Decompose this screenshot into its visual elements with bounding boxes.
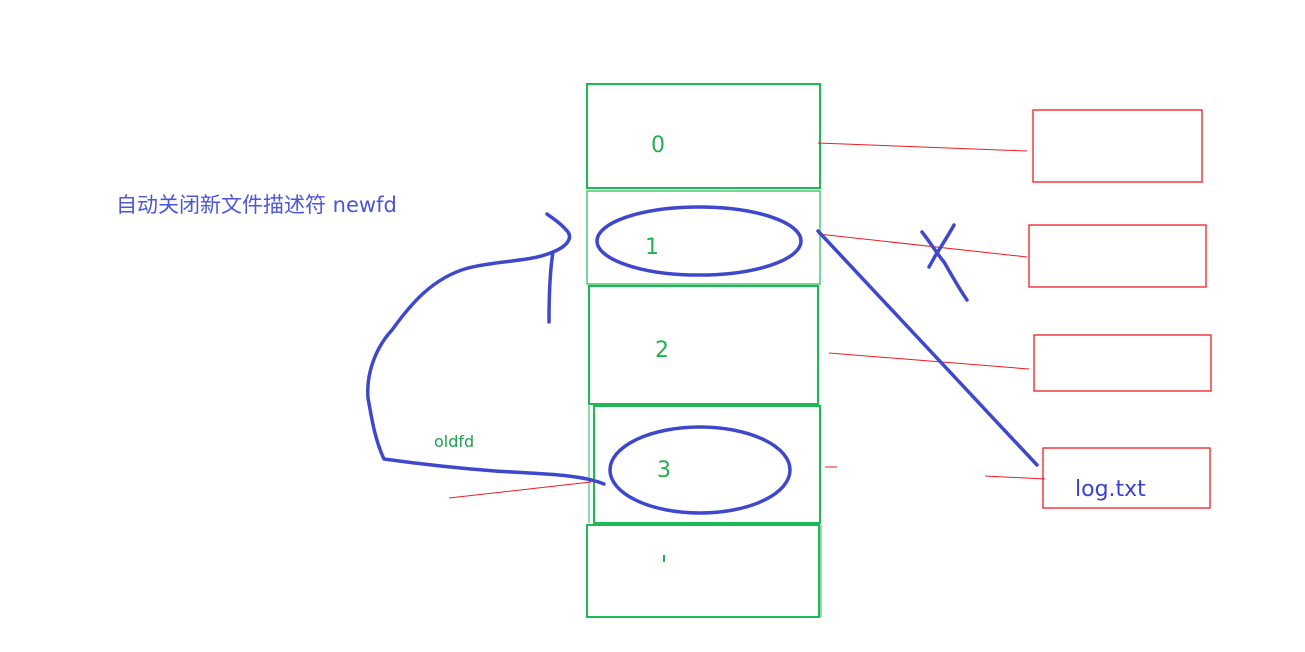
blue-annotations	[366, 205, 1039, 515]
fd1-to-log-line	[816, 229, 1039, 467]
pointer-fd2	[828, 352, 1030, 370]
copy-arrow-path	[366, 212, 606, 486]
file-box-stdin	[1032, 109, 1203, 183]
fd-slot-4	[586, 524, 820, 618]
newfd-note: 自动关闭新文件描述符 newfd	[116, 193, 397, 217]
fd-slot-1	[586, 190, 821, 285]
cross-mark	[920, 230, 969, 302]
cross-mark-2	[927, 223, 956, 269]
fd-label-3: 3	[657, 458, 671, 483]
fd-label-2: 2	[655, 338, 669, 363]
pointer-fd3-left	[448, 481, 592, 499]
fd-slot-2	[588, 285, 819, 405]
file-box-stdout	[1028, 224, 1207, 288]
file-objects	[1028, 109, 1212, 509]
fd-slot-3	[593, 405, 821, 524]
circle-fd3	[608, 425, 792, 515]
pointer-fd1	[817, 233, 1028, 258]
file-box-stderr	[1033, 334, 1212, 392]
file-box-log	[1042, 447, 1211, 509]
fd-label-1: 1	[645, 235, 659, 260]
copy-arrow-tail	[547, 250, 555, 324]
pointer-fd0	[817, 142, 1028, 152]
pointer-log-left	[984, 475, 1046, 480]
fd-label-0: 0	[651, 133, 665, 158]
fd-pointers	[448, 142, 1046, 499]
log-file-label: log.txt	[1075, 477, 1146, 502]
fd-slot-0	[586, 83, 821, 189]
fd-table	[586, 83, 822, 618]
circle-fd1	[595, 205, 803, 277]
oldfd-note: oldfd	[434, 432, 475, 451]
